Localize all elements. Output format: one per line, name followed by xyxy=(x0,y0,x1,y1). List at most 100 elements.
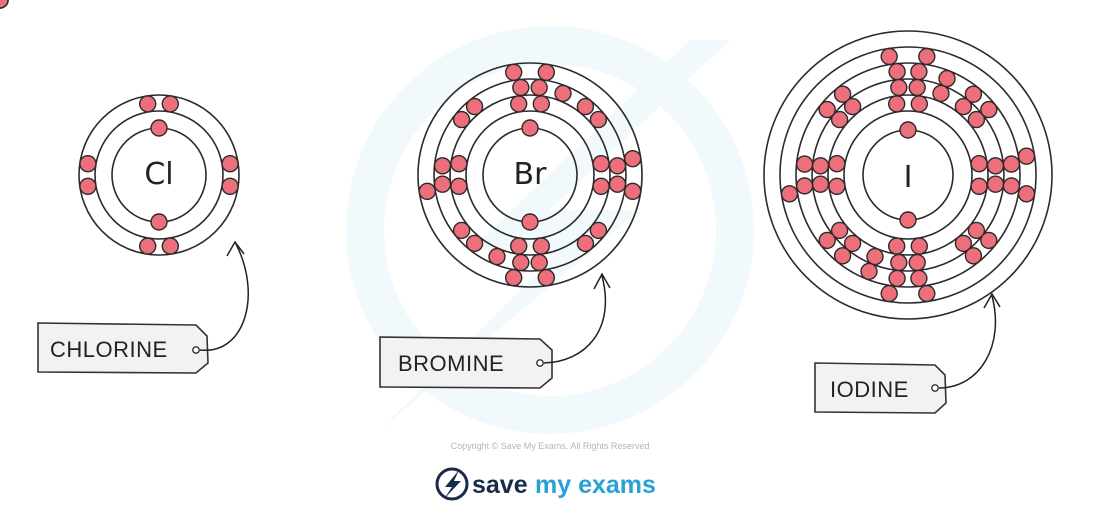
electron-shell-5-5 xyxy=(918,284,936,303)
electron-shell-2-8 xyxy=(79,154,97,173)
label-iodine-text: IODINE xyxy=(830,377,909,402)
atom-iodine-symbol: I xyxy=(904,160,913,195)
electron-shell-4-6 xyxy=(888,269,906,288)
electron-shell-2-7 xyxy=(828,177,846,196)
shell-ring-2 xyxy=(94,110,224,240)
electron-shell-1-1 xyxy=(150,119,168,137)
electron-shell-3-8 xyxy=(433,157,452,175)
electron-shell-3-14 xyxy=(452,221,471,240)
atom-chlorine: Cl xyxy=(0,0,240,256)
electron-shell-3-16 xyxy=(465,97,484,116)
electron-shell-2-2 xyxy=(910,95,928,113)
atom-iodine: I xyxy=(763,30,1053,320)
atom-bromine-symbol: Br xyxy=(514,157,548,192)
electron-shell-4-16 xyxy=(833,85,852,103)
electron-shell-2-5 xyxy=(161,237,180,255)
electron-shell-3-6 xyxy=(890,253,908,272)
brand-save-text: save xyxy=(472,471,528,499)
electron-shell-3-7 xyxy=(433,175,452,193)
shell-ring-3 xyxy=(78,94,240,256)
electron-shell-4-4 xyxy=(624,182,642,201)
electron-shell-3-3 xyxy=(986,157,1005,175)
electron-shell-3-11 xyxy=(589,221,608,240)
electron-shell-2-7 xyxy=(450,177,468,196)
label-iodine: IODINE xyxy=(814,292,1001,414)
electron-shell-2-6 xyxy=(510,237,528,255)
label-bromine-tag-hole xyxy=(536,359,544,367)
electron-shell-5-6 xyxy=(880,284,898,303)
shell-ring-5 xyxy=(795,62,1021,288)
electron-shell-3-14 xyxy=(830,221,849,240)
electron-shell-2-7 xyxy=(79,177,97,196)
electron-shell-3-3 xyxy=(608,157,627,175)
electron-shell-2-6 xyxy=(888,237,906,255)
electron-shell-2-8 xyxy=(450,154,468,173)
electron-shell-4-3 xyxy=(1002,155,1021,173)
shell-ring-4 xyxy=(811,78,1005,272)
electron-shell-1-2 xyxy=(899,211,917,229)
electron-shell-3-1 xyxy=(512,78,530,97)
electron-shell-2-5 xyxy=(910,237,928,255)
electron-shell-4-13 xyxy=(833,247,852,265)
electron-shell-3-7 xyxy=(0,0,9,9)
watermark xyxy=(346,26,754,434)
electron-shell-2-5 xyxy=(532,237,550,255)
electron-shell-3-6 xyxy=(512,253,530,272)
shell-ring-3 xyxy=(827,94,989,256)
electron-shell-2-4 xyxy=(592,177,610,196)
electron-shell-3-4 xyxy=(986,175,1005,193)
label-bromine-text: BROMINE xyxy=(398,351,504,376)
copyright-text: Copyright © Save My Exams. All Rights Re… xyxy=(451,441,650,451)
electron-shell-3-12 xyxy=(954,234,973,253)
label-chlorine-text: CHLORINE xyxy=(50,337,168,362)
label-iodine-tag-hole xyxy=(931,384,939,392)
electron-shell-3-15 xyxy=(452,110,471,129)
label-iodine-arrow xyxy=(938,292,1001,389)
electron-shell-2-3 xyxy=(221,154,239,173)
electron-shell-3-5 xyxy=(530,253,548,272)
lightning-bolt-glyph xyxy=(444,470,461,499)
save-my-exams-logo: save my exams xyxy=(435,467,656,501)
electron-shell-5-1 xyxy=(880,47,898,66)
electron-shell-4-5 xyxy=(910,269,928,288)
electron-shell-5-4 xyxy=(1017,185,1036,203)
electron-shell-3-11 xyxy=(967,221,986,240)
electron-shell-3-10 xyxy=(589,110,608,129)
electron-shell-3-18 xyxy=(488,247,506,266)
label-chlorine-arrow xyxy=(199,240,249,351)
electron-shell-3-5 xyxy=(908,253,926,272)
electron-shell-1-1 xyxy=(899,121,917,139)
electron-shell-4-1 xyxy=(888,62,906,81)
shell-ring-3 xyxy=(449,94,611,256)
label-bromine-tag xyxy=(379,336,553,389)
electron-shell-2-4 xyxy=(970,177,988,196)
electron-shell-4-4 xyxy=(1002,177,1021,195)
electron-shell-1-2 xyxy=(521,213,539,231)
electron-shell-4-3 xyxy=(624,149,642,168)
electron-shell-2-1 xyxy=(138,95,157,113)
electron-shell-4-9 xyxy=(964,85,983,103)
electron-shell-2-3 xyxy=(970,154,988,173)
shell-ring-4 xyxy=(433,78,627,272)
electron-shell-4-5 xyxy=(537,269,555,287)
electron-shell-4-2 xyxy=(537,63,555,82)
electron-shell-1-2 xyxy=(150,213,168,231)
electron-shell-2-2 xyxy=(161,95,180,113)
shell-ring-2 xyxy=(843,110,973,240)
electron-shell-4-2 xyxy=(910,62,928,81)
electron-shell-4-7 xyxy=(418,182,436,201)
electron-shell-4-7 xyxy=(795,177,814,195)
label-chlorine: CHLORINE xyxy=(37,240,249,374)
electron-shell-3-13 xyxy=(465,234,484,253)
electron-shell-3-8 xyxy=(811,157,830,175)
electron-shell-4-10 xyxy=(980,100,998,119)
electron-shell-4-12 xyxy=(964,247,983,265)
electron-shell-3-15 xyxy=(830,110,849,129)
atom-iodine-electrons xyxy=(780,47,1036,303)
electron-shell-3-17 xyxy=(932,84,950,103)
shell-ring-5 xyxy=(417,62,643,288)
label-chlorine-tag-hole xyxy=(192,346,200,354)
shell-ring-2 xyxy=(465,110,595,240)
electron-shell-4-6 xyxy=(505,269,523,287)
